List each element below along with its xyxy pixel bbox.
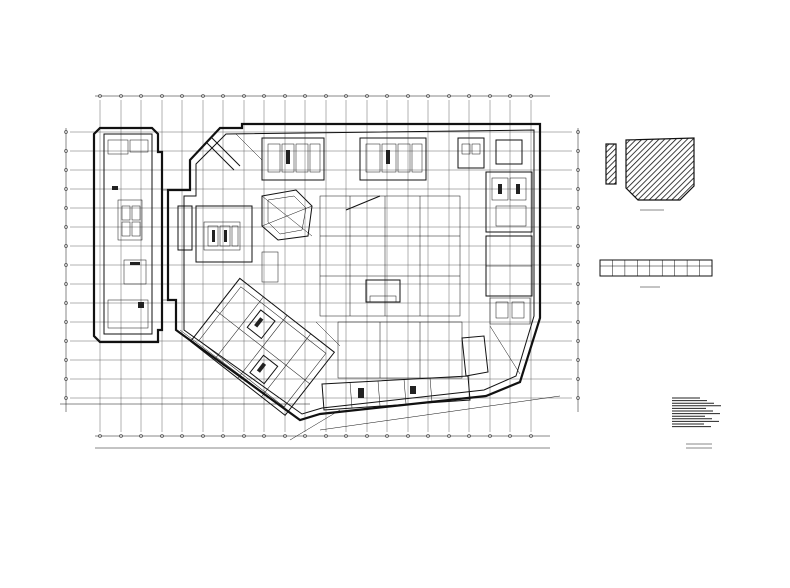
right-service-cores <box>485 171 533 375</box>
center-shop-bays <box>319 195 463 379</box>
left-tower-outline <box>92 126 164 344</box>
top-service-cores <box>261 137 523 181</box>
main-building-outline <box>162 122 542 422</box>
rotated-wing <box>189 277 336 417</box>
column-grid <box>70 100 572 432</box>
schedule-table <box>599 259 713 288</box>
key-plan-thumbnail <box>605 137 695 211</box>
general-notes <box>672 397 721 449</box>
left-inner-core <box>177 205 279 283</box>
bottom-service-strip <box>321 335 489 411</box>
diagonal-ramps <box>179 133 341 441</box>
dimension-lines <box>60 95 579 449</box>
octagonal-atrium <box>261 189 313 241</box>
